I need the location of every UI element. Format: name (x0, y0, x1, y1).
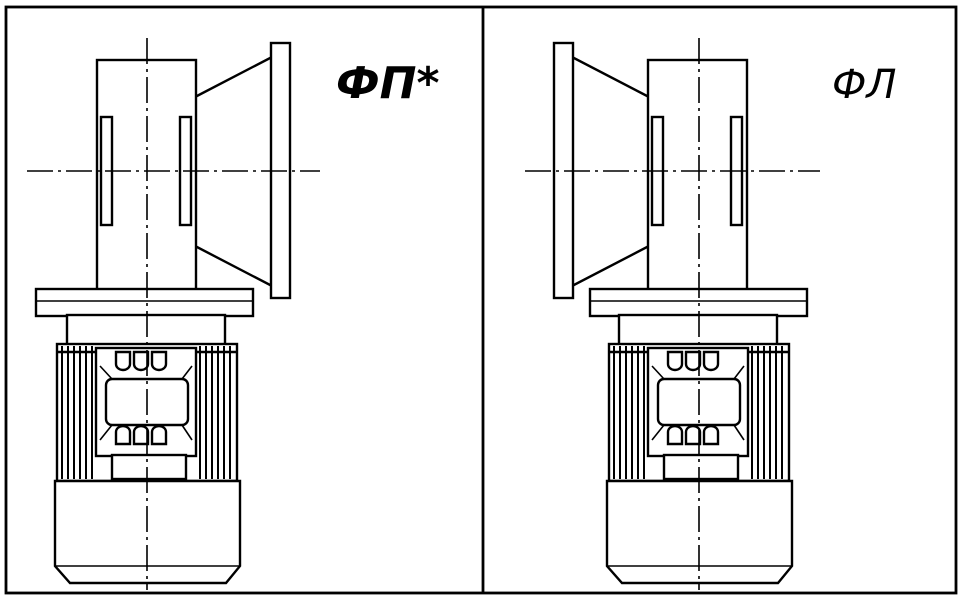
right-terminal-corner (651, 424, 665, 441)
right-terminal-corner (733, 365, 745, 380)
left-terminal-bottom-bolts (114, 424, 168, 446)
right-terminal-corner (651, 365, 665, 380)
left-neck (65, 313, 227, 347)
right-terminal-top-bolts (666, 350, 720, 372)
left-terminal-top-bolts (114, 350, 168, 372)
right-terminal-bottom-bolts (666, 424, 720, 446)
right-panel-label: ФЛ (832, 62, 897, 108)
outer-frame (4, 5, 958, 595)
right-terminal-corner (733, 424, 745, 441)
left-panel-drawing (27, 38, 320, 590)
right-panel-drawing (525, 38, 820, 590)
right-cooling-fins (613, 346, 783, 479)
left-terminal-corner (181, 424, 193, 441)
left-mount-plate (34, 287, 255, 318)
right-neck (617, 313, 779, 347)
left-terminal-base (110, 453, 188, 481)
left-terminal-corner (99, 424, 113, 441)
left-cooling-fins (61, 346, 231, 479)
left-terminal-corner (99, 365, 113, 380)
left-terminal-corner (181, 365, 193, 380)
right-terminal-base (662, 453, 740, 481)
left-panel-label: ФП* (336, 58, 439, 109)
